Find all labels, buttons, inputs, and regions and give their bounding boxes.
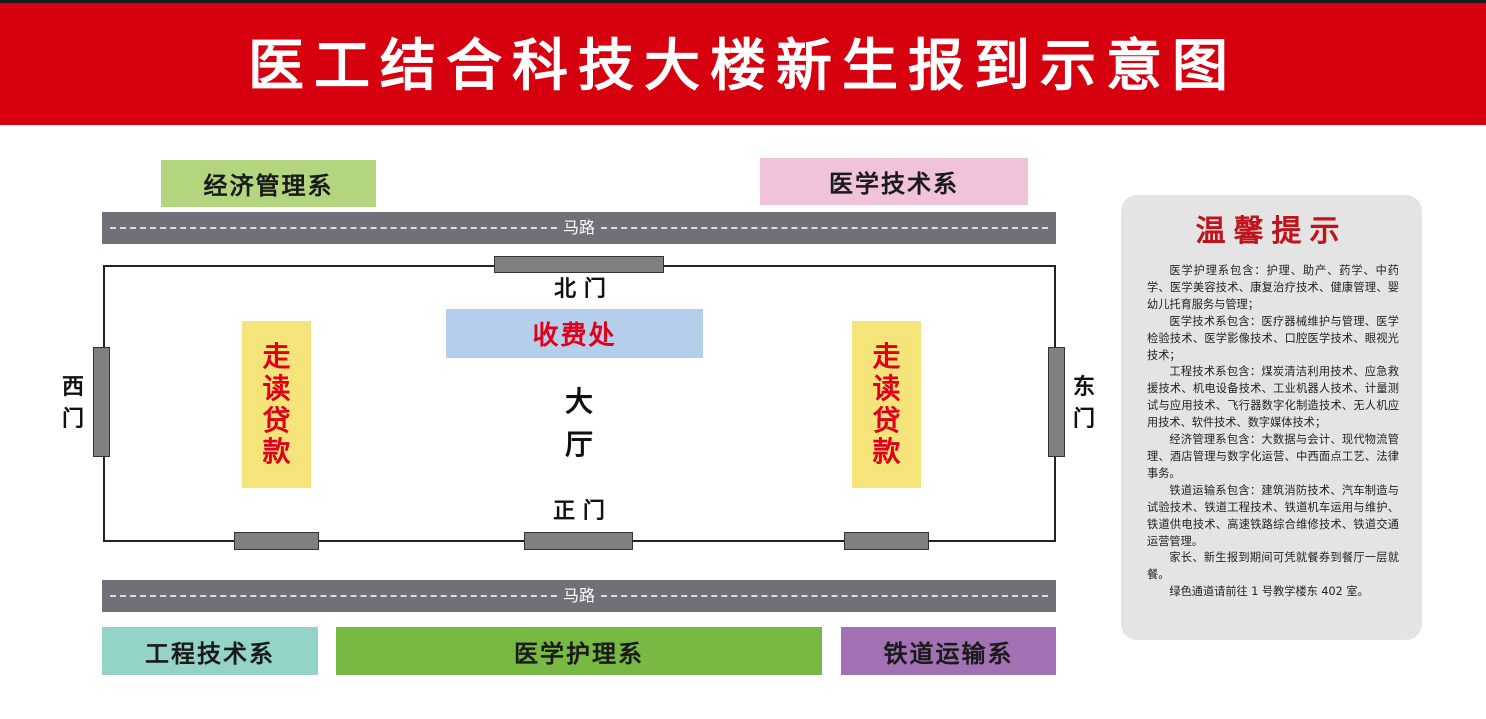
page-title: 医工结合科技大楼新生报到示意图 [248, 34, 1238, 99]
hall-label: 大厅 [564, 385, 593, 462]
east-door [1048, 347, 1065, 457]
title-banner: 医工结合科技大楼新生报到示意图 [0, 0, 1486, 125]
dept-engineering-technology: 工程技术系 [102, 627, 318, 675]
road-top: 马路 [102, 212, 1056, 244]
day-student-loan-right-label: 走读贷款 [872, 339, 901, 469]
road-top-label: 马路 [556, 212, 602, 244]
tips-paragraph-engineering: 工程技术系包含：煤炭清洁利用技术、应急救援技术、机电设备技术、工业机器人技术、计… [1147, 365, 1399, 430]
tips-paragraph-economics: 经济管理系包含：大数据与会计、现代物流管理、酒店管理与数字化运营、中西面点工艺、… [1147, 433, 1399, 480]
tips-paragraph-green-channel: 绿色通道请前往 1 号教学楼东 402 室。 [1169, 585, 1369, 599]
road-bottom: 马路 [102, 580, 1056, 612]
dept-economics-management: 经济管理系 [161, 160, 376, 207]
north-door-label: 北 门 [554, 277, 606, 302]
day-student-loan-right: 走读贷款 [852, 321, 921, 488]
dept-railway-transportation: 铁道运输系 [841, 627, 1056, 675]
day-student-loan-left: 走读贷款 [242, 321, 311, 488]
east-door-label: 东门 [1072, 375, 1095, 432]
dept-medical-technology: 医学技术系 [760, 158, 1028, 205]
tips-paragraph-nursing: 医学护理系包含：护理、助产、药学、中药学、医学美容技术、康复治疗技术、健康管理、… [1147, 264, 1399, 311]
tips-paragraph-medical-tech: 医学技术系包含：医疗器械维护与管理、医学检验技术、医学影像技术、口腔医学技术、眼… [1147, 314, 1399, 362]
main-door [524, 532, 633, 550]
tips-panel: 温馨提示 医学护理系包含：护理、助产、药学、中药学、医学美容技术、康复治疗技术、… [1121, 195, 1422, 640]
tips-paragraph-dining: 家长、新生报到期间可凭就餐券到餐厅一层就餐。 [1147, 551, 1399, 582]
north-door [494, 256, 664, 273]
tips-title: 温馨提示 [1195, 214, 1348, 249]
cashier-desk: 收费处 [446, 309, 703, 358]
day-student-loan-left-label: 走读贷款 [262, 339, 291, 469]
main-door-label: 正 门 [553, 499, 605, 524]
tips-paragraph-railway: 铁道运输系包含：建筑消防技术、汽车制造与试验技术、铁道工程技术、铁道机车运用与维… [1147, 483, 1399, 548]
dept-medical-nursing: 医学护理系 [336, 627, 822, 675]
west-door [93, 347, 110, 457]
tips-body: 医学护理系包含：护理、助产、药学、中药学、医学美容技术、康复治疗技术、健康管理、… [1147, 263, 1399, 601]
south-door-right [844, 532, 929, 550]
road-bottom-label: 马路 [556, 580, 602, 612]
south-door-left [234, 532, 319, 550]
west-door-label: 西门 [61, 375, 84, 432]
